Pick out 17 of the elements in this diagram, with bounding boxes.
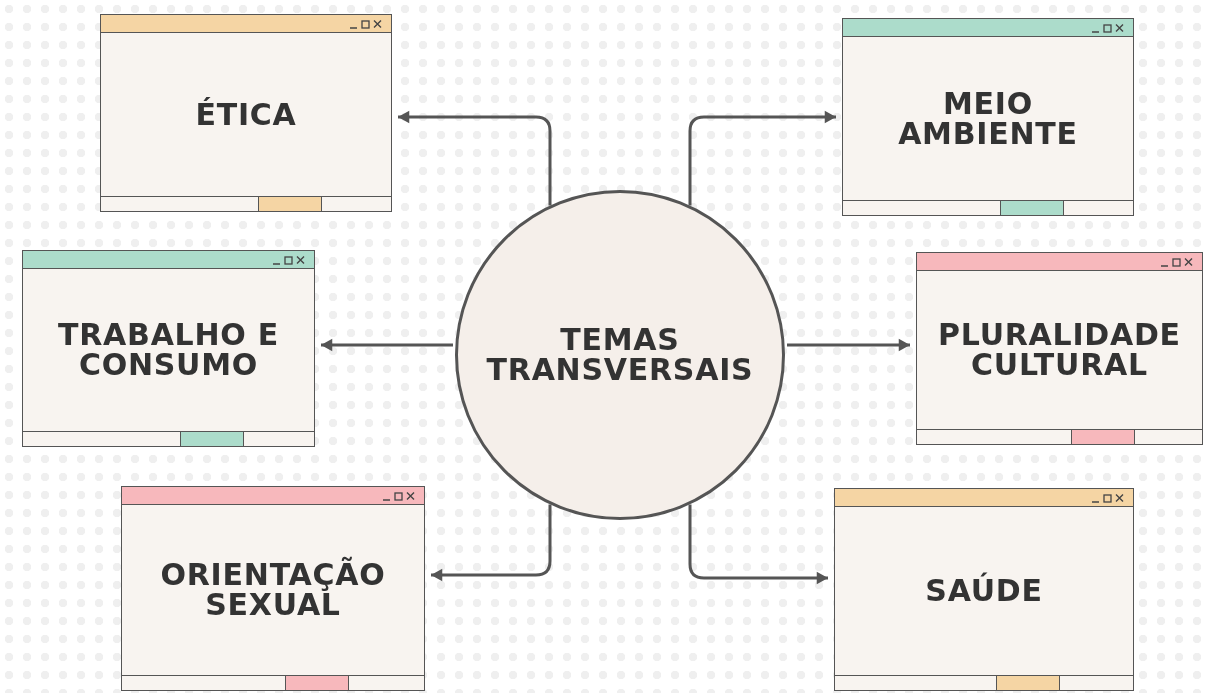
arrow — [431, 504, 552, 582]
arrow — [688, 110, 836, 206]
arrow — [787, 338, 910, 352]
topic-label: PLURALIDADE CULTURAL — [937, 320, 1182, 380]
arrow — [321, 338, 453, 352]
window-card — [834, 488, 1134, 691]
window-card — [22, 250, 315, 447]
arrow — [688, 504, 828, 585]
window-card — [842, 18, 1134, 216]
window-card — [100, 14, 392, 212]
topic-label: MEIO AMBIENTE — [897, 88, 1079, 149]
topic-label: ÉTICA — [195, 99, 297, 130]
topic-label: TRABALHO E CONSUMO — [57, 320, 280, 380]
arrow — [398, 110, 552, 206]
topic-title: TEMAS TRANSVERSAIS — [486, 325, 754, 385]
window-card — [121, 486, 425, 691]
window-card — [916, 252, 1203, 445]
